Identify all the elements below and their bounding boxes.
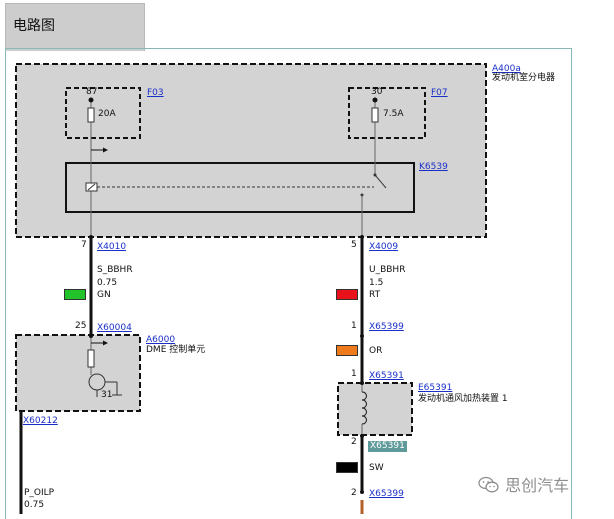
wire-right-pin-mid: 1 xyxy=(351,321,357,331)
wire-right-connector-mid[interactable]: X65399 xyxy=(369,322,404,332)
module-a400a-id[interactable]: A400a xyxy=(492,64,521,74)
fuse-f03-id[interactable]: F03 xyxy=(147,88,164,98)
pin-dot xyxy=(89,235,93,239)
wire-left-color-swatch xyxy=(64,289,86,300)
module-a6000-box xyxy=(15,334,141,412)
wire-right-pin-top: 5 xyxy=(351,240,357,250)
wire-right-color3-swatch xyxy=(336,462,358,473)
pin-dot xyxy=(360,381,364,385)
pin-dot xyxy=(360,434,364,438)
fuse-left-terminal xyxy=(88,97,94,103)
fuse-right-terminal xyxy=(372,97,378,103)
heater-id[interactable]: E65391 xyxy=(418,383,453,393)
wire-left-signal: S_BBHR xyxy=(97,265,133,275)
wechat-icon xyxy=(478,476,500,494)
module-a400a-name: 发动机室分电器 xyxy=(492,73,556,83)
dme-id[interactable]: A6000 xyxy=(146,335,176,345)
heater-name: 发动机通风加热装置 1 xyxy=(418,394,508,404)
diagram-tab[interactable]: 电路图 xyxy=(5,3,145,51)
wire-right-gauge: 1.5 xyxy=(369,278,384,288)
fuse-f03-box xyxy=(65,87,141,139)
heater-connector-bottom[interactable]: X65391 xyxy=(368,441,407,452)
heater-coil xyxy=(361,391,368,425)
pin-dot xyxy=(360,235,364,239)
fuse-f03-rating: 20A xyxy=(98,109,116,119)
pin-dot xyxy=(89,334,93,338)
wire-right-signal: U_BBHR xyxy=(369,265,406,275)
wire-left-pin-bottom: 25 xyxy=(75,321,87,331)
relay-k6539-id[interactable]: K6539 xyxy=(419,162,448,172)
wire-lower-left-gauge: 0.75 xyxy=(24,500,45,510)
relay-contact-dot xyxy=(373,173,377,177)
wire-right-color-code: RT xyxy=(369,290,381,300)
fuse-f07-box xyxy=(348,87,426,139)
watermark-text: 思创汽车 xyxy=(505,476,570,495)
wire-lower-left-signal: P_OILP xyxy=(24,488,55,498)
relay-coil-slash xyxy=(87,183,96,191)
wire-right-connector-bottom[interactable]: X65399 xyxy=(369,489,404,499)
arrow-dme-head xyxy=(103,340,108,346)
arrow-left-head xyxy=(103,147,108,153)
wire-right-pin-bottom: 2 xyxy=(351,488,357,498)
watermark: 思创汽车 xyxy=(478,472,569,496)
wire-right-color2-code: OR xyxy=(369,346,383,356)
tab-title: 电路图 xyxy=(13,18,55,34)
wire-left-pin-top: 7 xyxy=(81,240,87,250)
diagram-frame xyxy=(5,48,572,519)
fuse-left-element xyxy=(87,107,95,123)
pin-dot xyxy=(360,334,364,338)
fuse-f07-rating: 7.5A xyxy=(383,109,404,119)
wire-left-connector-top[interactable]: X4010 xyxy=(97,242,127,252)
heater-connector-top[interactable]: X65391 xyxy=(369,371,404,381)
dme-pin: 31 xyxy=(101,390,113,400)
wire-right-color-swatch xyxy=(336,289,358,300)
wire-left-connector-bottom[interactable]: X60004 xyxy=(97,323,132,333)
heater-pin-bottom: 2 xyxy=(351,437,357,447)
dme-name: DME 控制单元 xyxy=(146,345,206,355)
fuse-f03-pin: 87 xyxy=(86,87,98,97)
wire-right-color3-code: SW xyxy=(369,463,384,473)
fuse-f07-id[interactable]: F07 xyxy=(431,88,448,98)
pin-dot xyxy=(360,490,364,494)
wire-left-gauge: 0.75 xyxy=(97,278,118,288)
module-e65391-box xyxy=(337,382,413,436)
wire-right-color2-swatch xyxy=(336,345,358,356)
wire-right-connector-top[interactable]: X4009 xyxy=(369,242,399,252)
wire-left-color-code: GN xyxy=(97,290,111,300)
heater-pin-top: 1 xyxy=(351,369,357,379)
fuse-f07-pin: 30 xyxy=(371,87,383,97)
fuse-right-element xyxy=(371,107,379,123)
relay-contact xyxy=(374,174,387,189)
dme-resistor xyxy=(87,349,95,368)
wire-lower-left-connector[interactable]: X60212 xyxy=(23,416,58,426)
